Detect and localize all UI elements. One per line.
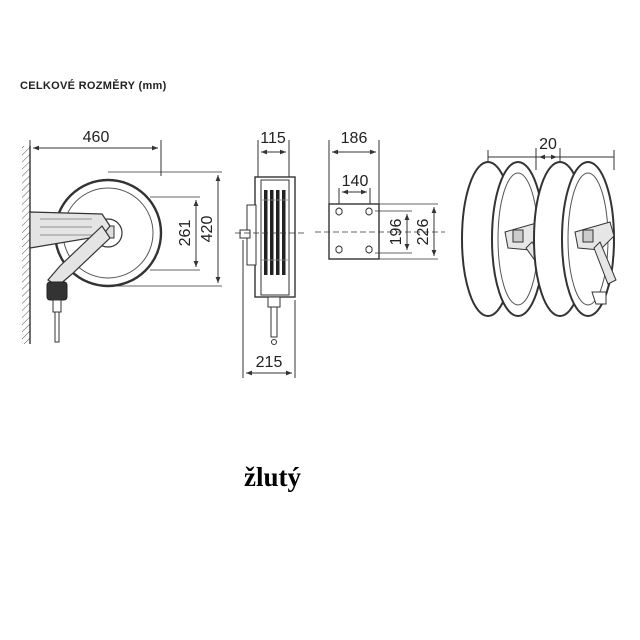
front-view: 460 261 420 [22, 129, 222, 344]
hose-nozzle-body [46, 281, 68, 301]
color-caption: žlutý [244, 462, 301, 492]
mounting-plate-view: 186 140 196 226 [315, 130, 445, 260]
hose-nozzle-tip [54, 311, 60, 343]
side-nozzle [270, 306, 278, 338]
dim-226-label: 226 [415, 219, 432, 246]
dim-420-label: 420 [199, 216, 216, 243]
dim-140-label: 140 [342, 173, 369, 190]
heading-unit: (mm) [138, 80, 167, 92]
wall-hatch [22, 146, 30, 344]
dim-20-label: 20 [539, 136, 557, 153]
dim-460-label: 460 [83, 129, 110, 146]
dim-215-label: 215 [256, 354, 283, 371]
side-view: 115 215 [235, 130, 305, 378]
dim-261-label: 261 [177, 220, 194, 247]
dim-115-label: 115 [260, 130, 286, 147]
dim-186-label: 186 [341, 130, 368, 147]
dim-196-label: 196 [388, 219, 405, 246]
heading-title: CELKOVÉ ROZMĚRY [20, 80, 136, 92]
drawing-heading: CELKOVÉ ROZMĚRY (mm) [20, 80, 167, 92]
double-reel-view: 20 [461, 136, 617, 317]
hose-coil [264, 190, 268, 275]
plate-hole [335, 207, 343, 216]
